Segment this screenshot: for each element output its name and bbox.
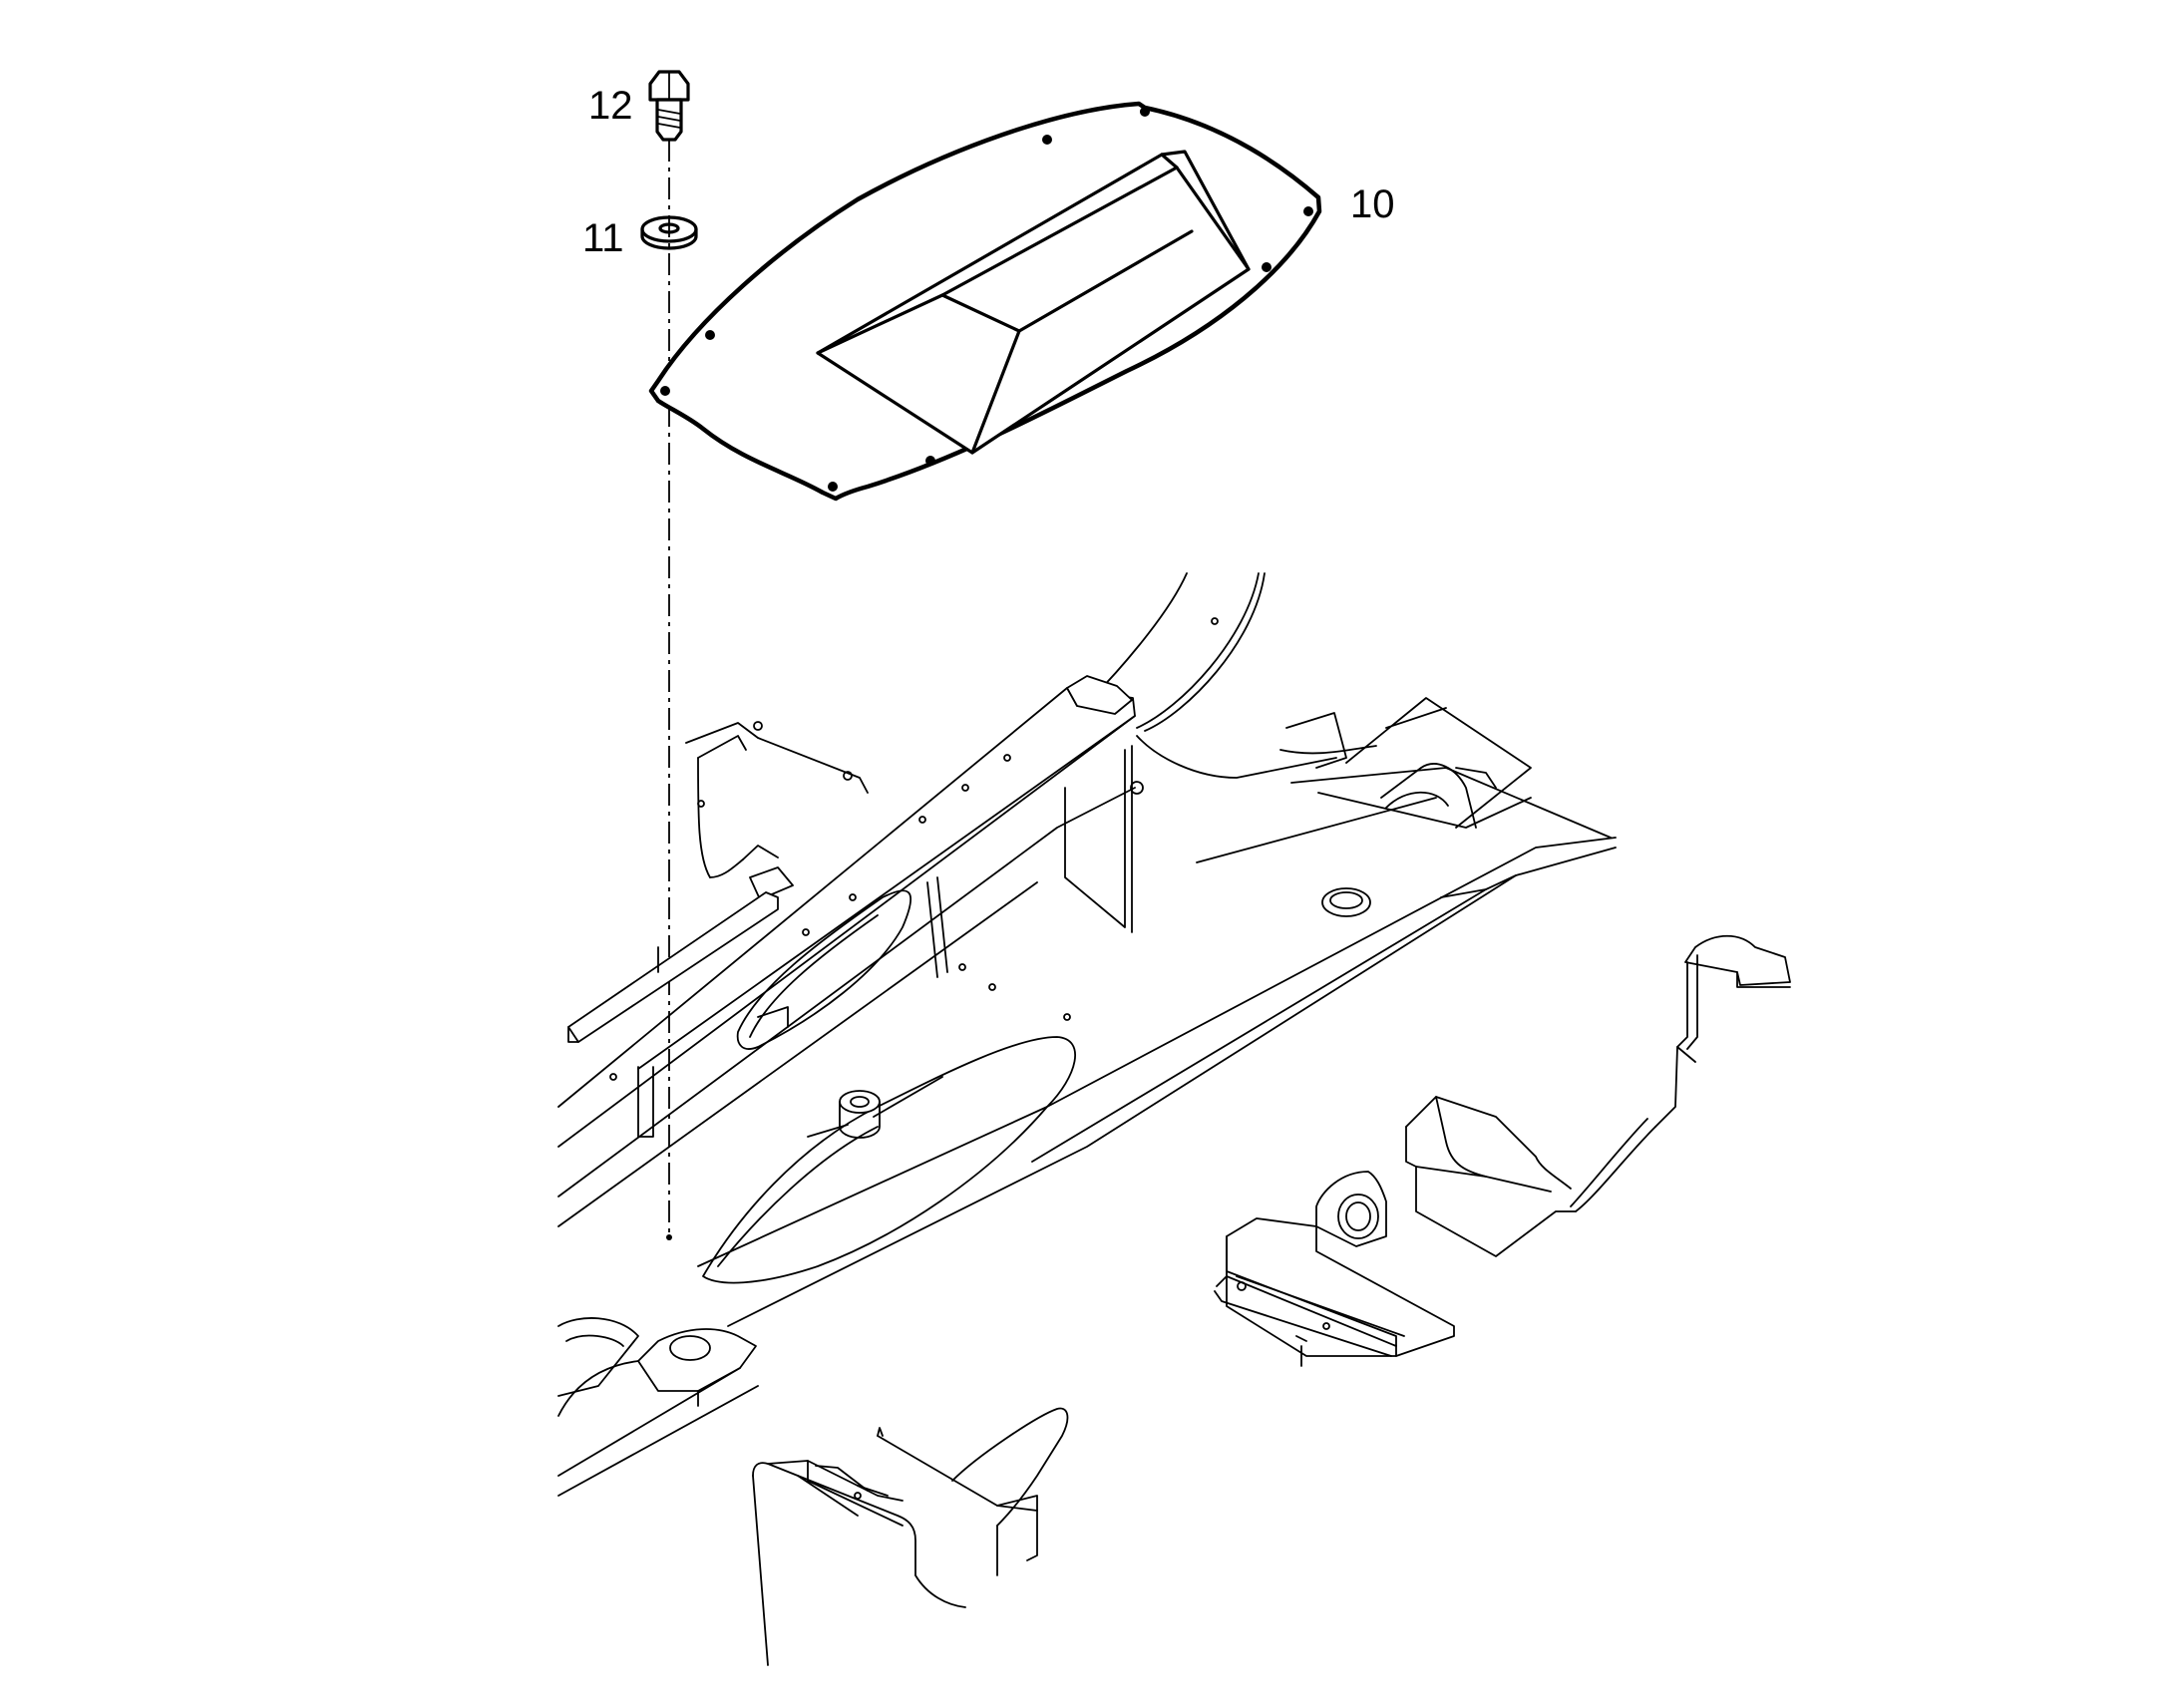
assembly-hole-marker <box>666 1234 672 1240</box>
cover-plate-part-10 <box>648 101 1322 502</box>
callout-12: 12 <box>588 84 633 128</box>
callout-11: 11 <box>582 216 624 260</box>
machine-frame <box>557 572 1791 1666</box>
callout-10: 10 <box>1350 182 1395 226</box>
bolt-part-12 <box>648 70 690 142</box>
